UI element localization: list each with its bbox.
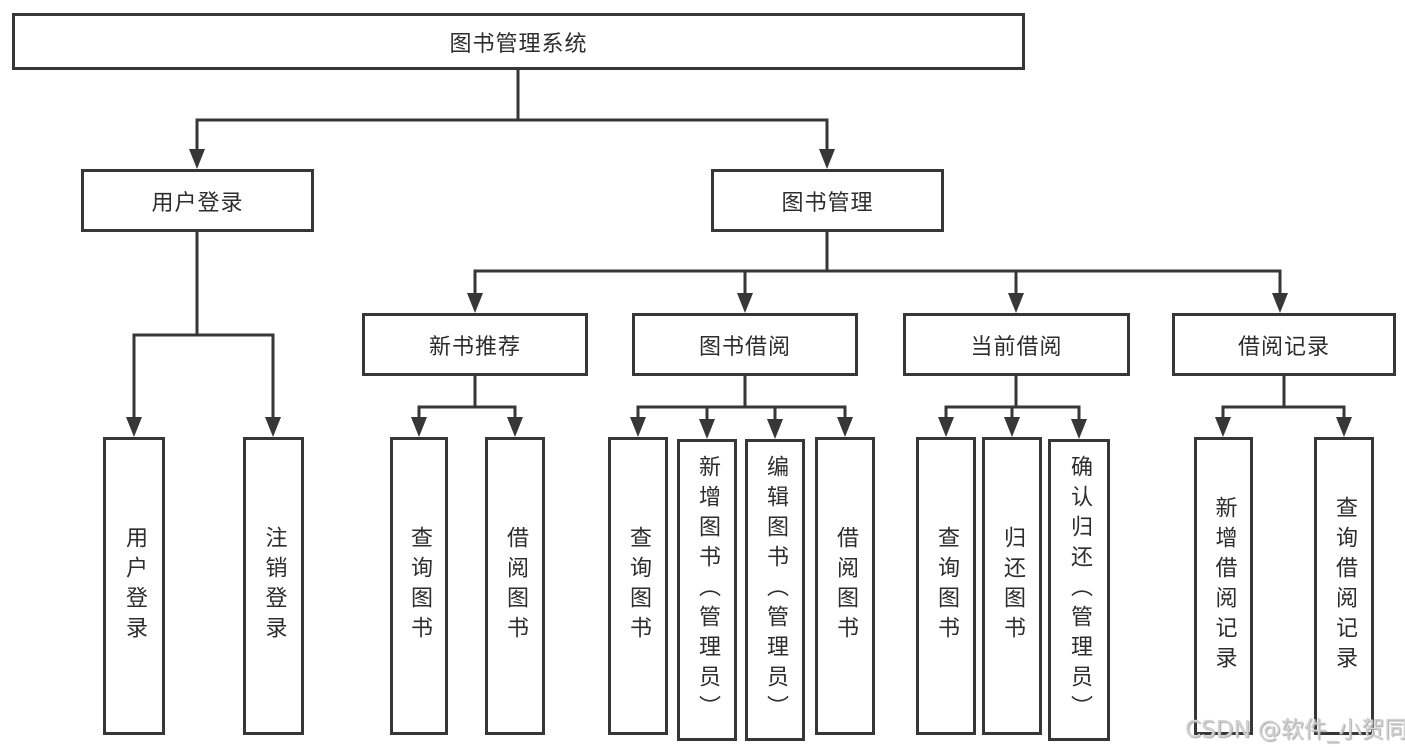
leaf-edit-books-admin: 编辑图书（管理员）	[745, 439, 805, 741]
connector-borrowrecord-to-leaves	[1215, 376, 1352, 437]
leaf-user-login: 用户登录	[103, 437, 165, 735]
node-root-system: 图书管理系统	[12, 13, 1025, 70]
leaf-return-books: 归还图书	[982, 437, 1042, 735]
connector-currentborrow-to-leaves	[938, 376, 1087, 439]
csdn-watermark: CSDN @软件_小贺同学	[1185, 717, 1405, 743]
leaf-add-borrow-record: 新增借阅记录	[1194, 437, 1253, 735]
node-book-management: 图书管理	[711, 169, 944, 232]
leaf-query-books: 查询图书	[916, 437, 976, 735]
connector-newbook-to-leaves	[411, 376, 523, 437]
node-label: 新书推荐	[428, 334, 521, 360]
connector-root-to-level2	[189, 70, 835, 169]
node-borrow-record: 借阅记录	[1172, 313, 1396, 376]
node-label: 归还图书	[1000, 526, 1025, 646]
node-label: 借阅图书	[833, 526, 858, 646]
node-label: 当前借阅	[970, 334, 1063, 360]
node-user-login: 用户登录	[81, 169, 314, 232]
node-label: 借阅图书	[503, 526, 528, 646]
leaf-confirm-return-admin: 确认归还（管理员）	[1048, 439, 1110, 741]
node-label: 查询图书	[626, 526, 651, 646]
node-book-borrow: 图书借阅	[632, 313, 858, 376]
leaf-borrow-books: 借阅图书	[815, 437, 875, 735]
node-label: 新增借阅记录	[1211, 496, 1237, 676]
node-label: 查询图书	[407, 526, 432, 646]
node-label: 用户登录	[151, 190, 244, 216]
leaf-query-borrow-record: 查询借阅记录	[1314, 437, 1374, 735]
connector-mgmt-to-level3	[467, 232, 1288, 313]
node-label: 图书管理系统	[449, 31, 588, 57]
leaf-borrow-books: 借阅图书	[485, 437, 545, 735]
leaf-add-books-admin: 新增图书（管理员）	[677, 439, 737, 741]
node-label: 查询借阅记录	[1332, 496, 1357, 676]
node-label: 图书借阅	[698, 334, 791, 360]
leaf-query-books: 查询图书	[390, 437, 448, 735]
node-label: 借阅记录	[1237, 334, 1330, 360]
node-label: 编辑图书（管理员）	[763, 455, 788, 725]
node-label: 图书管理	[781, 190, 874, 216]
leaf-logout: 注销登录	[243, 437, 304, 735]
node-current-borrow: 当前借阅	[903, 313, 1130, 376]
node-label: 新增图书（管理员）	[695, 455, 720, 725]
node-label: 注销登录	[261, 526, 287, 646]
leaf-query-books: 查询图书	[608, 437, 668, 735]
node-label: 确认归还（管理员）	[1067, 455, 1092, 725]
connector-login-to-leaves	[126, 232, 281, 437]
node-new-book-recommend: 新书推荐	[362, 313, 588, 376]
connector-bookborrow-to-leaves	[630, 376, 853, 439]
node-label: 查询图书	[934, 526, 959, 646]
node-label: 用户登录	[122, 526, 147, 646]
